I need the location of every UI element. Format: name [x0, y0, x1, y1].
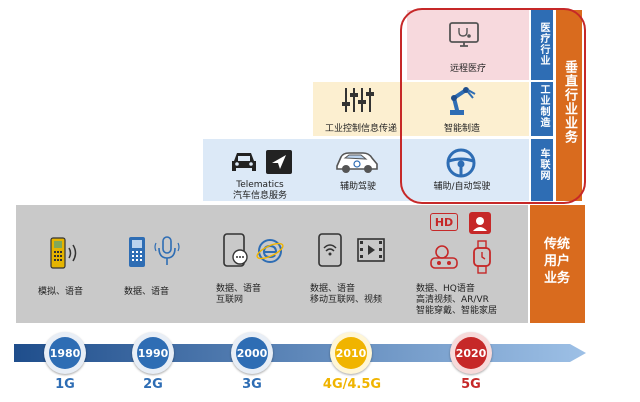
- steering-wheel-icon: [446, 148, 476, 178]
- medical-side-label-box: [531, 10, 553, 80]
- navigation-arrow-icon: [266, 150, 292, 174]
- trad-item-5g-line1: 数据、HQ语音: [416, 284, 475, 294]
- traditional-band: [16, 205, 528, 323]
- trad-item-1g-line1: 模拟、语音: [38, 287, 84, 297]
- robot-arm-icon: [450, 87, 476, 115]
- 5g-highlight-outline: [400, 8, 586, 204]
- gen-4g-label: 4G/4.5G: [322, 377, 382, 392]
- trad-item-3g-line1: 数据、语音: [216, 284, 262, 294]
- telematics-cn-label: 汽车信息服务: [232, 191, 287, 201]
- hd-badge: HD: [430, 213, 458, 231]
- trad-item-3g: 数据、语音 互联网: [216, 284, 261, 306]
- vehicle-side-label-box: [531, 139, 553, 201]
- trad-item-2g: 数据、语音: [124, 287, 169, 298]
- smart-watch-icon: [473, 240, 491, 274]
- browser-e-icon: [256, 239, 284, 263]
- traditional-title-box: [530, 205, 585, 323]
- trad-item-3g-line2: 互联网: [216, 295, 244, 305]
- remote-medical-icon: [449, 22, 479, 47]
- gen-5g-label: 5G: [461, 377, 481, 392]
- year-1980-marker: 1980: [44, 332, 86, 374]
- smart-manufacturing-label: 智能制造: [443, 124, 480, 134]
- analog-phone-icon: [50, 237, 77, 269]
- vertical-industry-title-box: [556, 10, 582, 201]
- car-front-icon: [232, 153, 256, 171]
- year-2010-label: 2010: [335, 337, 367, 369]
- microphone-icon: [154, 236, 180, 265]
- trad-item-2g-line1: 数据、语音: [124, 287, 170, 297]
- assisted-car-icon: [336, 152, 378, 173]
- gen-2g-label: 2G: [143, 377, 163, 392]
- medical-row: [407, 10, 529, 80]
- year-1990-label: 1990: [137, 337, 169, 369]
- tablet-chat-icon: [223, 233, 248, 267]
- trad-item-4g-line2: 移动互联网、视频: [310, 295, 383, 305]
- gen-1g-label: 1G: [55, 377, 75, 392]
- timeline-arrow: [14, 344, 586, 362]
- year-1980-label: 1980: [49, 337, 81, 369]
- gen-3g-label: 3G: [242, 377, 262, 392]
- year-2020-label: 2020: [455, 337, 487, 369]
- trad-item-4g-line1: 数据、语音: [310, 284, 356, 294]
- medical-side-label: 医疗行业: [538, 22, 549, 66]
- industry-side-label: 工业制造: [538, 84, 549, 128]
- industry-row: [313, 82, 529, 136]
- traditional-title: 传统用户业务: [543, 237, 570, 286]
- vehicle-side-label: 车联网: [538, 148, 549, 181]
- trad-item-5g-line2: 高清视频、AR/VR: [416, 295, 489, 305]
- video-film-icon: [357, 238, 385, 262]
- year-2020-marker: 2020: [450, 332, 492, 374]
- auto-driving-label: 辅助/自动驾驶: [433, 182, 491, 192]
- vertical-industry-title: 垂直行业业务: [562, 60, 577, 144]
- trad-item-1g: 模拟、语音: [38, 287, 83, 298]
- industry-side-label-box: [531, 82, 553, 136]
- smart-home-image-icon: [469, 212, 491, 234]
- assisted-driving-label: 辅助驾驶: [339, 182, 376, 192]
- remote-medical-label: 远程医疗: [449, 64, 486, 74]
- industrial-control-label: 工业控制信息传递: [324, 124, 397, 134]
- trad-item-4g: 数据、语音 移动互联网、视频: [310, 284, 382, 306]
- trad-item-5g: 数据、HQ语音 高清视频、AR/VR 智能穿戴、智能家居: [416, 284, 497, 317]
- wifi-tablet-icon: [318, 233, 342, 267]
- year-2000-label: 2000: [236, 337, 268, 369]
- year-1990-marker: 1990: [132, 332, 174, 374]
- year-2000-marker: 2000: [231, 332, 273, 374]
- vr-headset-icon: [430, 245, 458, 269]
- telematics-en-label: Telematics: [236, 180, 284, 190]
- feature-phone-icon: [129, 237, 145, 267]
- trad-item-5g-line3: 智能穿戴、智能家居: [416, 306, 498, 316]
- control-sliders-icon: [342, 88, 374, 112]
- year-2010-marker: 2010: [330, 332, 372, 374]
- hd-badge-text: HD: [434, 216, 454, 229]
